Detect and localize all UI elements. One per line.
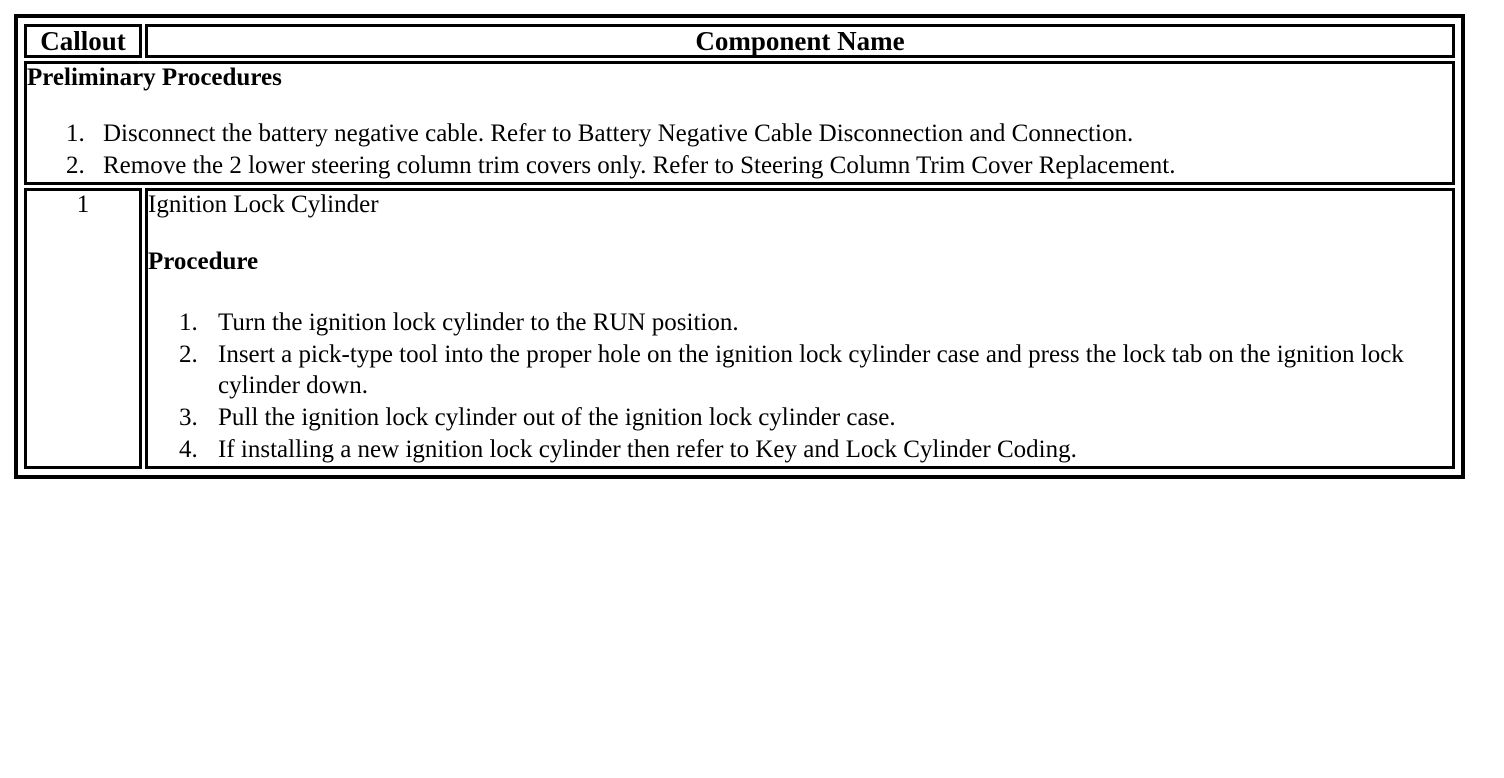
callout-number-cell: 1: [24, 188, 142, 469]
header-cell-callout: Callout: [24, 24, 142, 59]
component-callout-table: Callout Component Name Preliminary Proce…: [21, 21, 1458, 472]
list-item: Pull the ignition lock cylinder out of t…: [204, 402, 1452, 433]
procedure-step-list: Turn the ignition lock cylinder to the R…: [148, 307, 1452, 465]
preliminary-procedures-cell: Preliminary Procedures Disconnect the ba…: [24, 61, 1455, 186]
list-item: Insert a pick-type tool into the proper …: [204, 339, 1452, 401]
header-cell-component-name: Component Name: [145, 24, 1455, 59]
component-title: Ignition Lock Cylinder: [148, 191, 379, 219]
list-item: Disconnect the battery negative cable. R…: [91, 119, 1452, 150]
table-header-row: Callout Component Name: [24, 24, 1455, 59]
component-detail-cell: Ignition Lock Cylinder Procedure Turn th…: [145, 188, 1455, 469]
list-item: If installing a new ignition lock cylind…: [204, 434, 1452, 465]
preliminary-procedures-row: Preliminary Procedures Disconnect the ba…: [24, 61, 1455, 186]
list-item: Remove the 2 lower steering column trim …: [91, 151, 1452, 182]
procedure-heading: Procedure: [148, 247, 259, 275]
table-row: 1 Ignition Lock Cylinder Procedure Turn …: [24, 188, 1455, 469]
list-item: Turn the ignition lock cylinder to the R…: [204, 307, 1452, 338]
table-outer-frame: Callout Component Name Preliminary Proce…: [14, 14, 1465, 479]
preliminary-procedures-list: Disconnect the battery negative cable. R…: [27, 119, 1452, 181]
preliminary-procedures-heading: Preliminary Procedures: [27, 64, 282, 92]
